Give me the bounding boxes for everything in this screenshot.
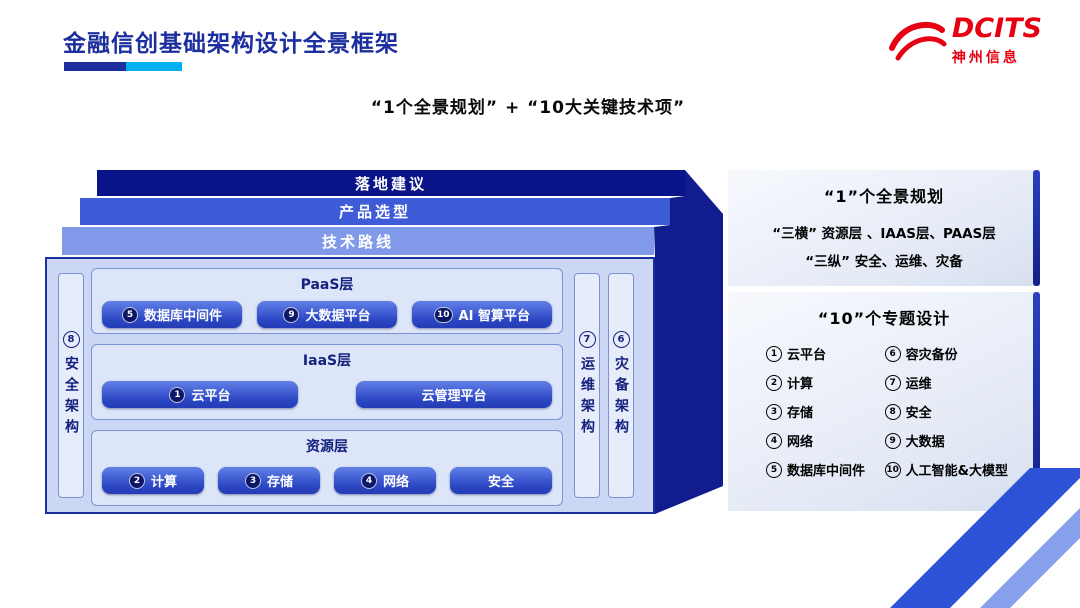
list-item-label: 运维 [905,377,932,392]
list-item: 5 数据库中间件 [766,460,865,479]
list-item: 8 安全 [884,402,1008,421]
list-item: 1 云平台 [766,344,865,363]
btn-label: 云平台 [191,389,231,404]
layer-product-selection: 产品选型 [80,198,670,225]
main-architecture-panel: 8 安全架构 PaaS层 5 数据库中间件 9 大数据平台 10 [45,257,655,514]
btn-bigdata-platform: 9 大数据平台 [257,301,397,328]
btn-storage: 3 存储 [218,467,320,494]
list-item-label: 容灾备份 [905,348,958,363]
underline-primary [64,62,126,71]
number-badge: 7 [884,374,901,391]
security-architecture-label: 安全架构 [63,356,79,440]
dr-architecture-bar: 6 灾备架构 [608,273,634,498]
plan-line-vertical: “三纵” 安全、运维、灾备 [805,254,963,270]
panel-overall-plan-title: “1”个全景规划 [823,187,945,206]
logo-swoosh-icon [886,14,948,70]
number-badge: 5 [121,306,138,323]
page-title: 金融信创基础架构设计全景框架 [63,31,399,57]
section-iaas-title: IaaS层 [302,353,352,369]
section-iaas: IaaS层 1 云平台 云管理平台 [91,344,563,420]
number-badge: 3 [766,403,782,420]
number-badge: 8 [62,331,80,348]
section-paas-title: PaaS层 [300,277,354,293]
list-item: 7 运维 [884,373,1008,392]
number-badge: 2 [128,472,145,489]
number-badge: 1 [169,386,186,403]
dcits-logo: DCITS 神州信息 [886,14,1042,70]
btn-label: 网络 [382,475,409,490]
btn-label: 云管理平台 [421,389,487,404]
panel-topic-design: “10”个专题设计 1 云平台 2 计算 3 存储 4 网络 5 数据库中间件 6 容灾备份… [728,292,1040,511]
list-item: 3 存储 [766,402,865,421]
btn-cloud-platform: 1 云平台 [102,381,298,408]
number-badge: 7 [578,331,596,348]
layer-sections: PaaS层 5 数据库中间件 9 大数据平台 10 AI 智算平台 [91,268,563,506]
number-badge: 5 [766,461,782,478]
security-architecture-bar: 8 安全架构 [58,273,84,498]
section-resource: 资源层 2 计算 3 存储 4 网络 [91,430,563,506]
list-item-label: 存储 [787,406,814,421]
btn-label: 安全 [487,475,514,490]
btn-label: AI 智算平台 [458,309,530,324]
panel-accent-bar [1033,170,1040,286]
number-badge: 3 [244,472,261,489]
ops-architecture-bar: 7 运维架构 [574,273,600,498]
list-item: 10 人工智能&大模型 [884,460,1008,479]
number-badge: 2 [766,374,782,391]
number-badge: 6 [612,331,630,348]
underline-accent [126,62,182,71]
logo-name: DCITS [951,13,1042,44]
number-badge: 9 [283,306,300,323]
list-item-label: 计算 [787,377,814,392]
list-item-label: 安全 [905,406,932,421]
topic-list-col2: 6 容灾备份 7 运维 8 安全 9 大数据 10 人工智能&大模型 [884,344,1008,479]
btn-label: 计算 [150,475,177,490]
btn-cloud-mgmt-platform: 云管理平台 [356,381,552,408]
corner-decoration [850,468,1080,608]
btn-label: 存储 [266,475,293,490]
list-item-label: 大数据 [905,435,945,450]
box-side-face [654,170,723,514]
section-resource-title: 资源层 [306,439,348,455]
number-badge: 10 [884,461,901,478]
panel-overall-plan: “1”个全景规划 “三横” 资源层 、IAAS层、PAAS层 “三纵” 安全、运… [728,170,1040,286]
list-item: 4 网络 [766,431,865,450]
topic-list-col1: 1 云平台 2 计算 3 存储 4 网络 5 数据库中间件 [766,344,865,479]
number-badge: 8 [884,403,901,420]
plan-line-horizontal: “三横” 资源层 、IAAS层、PAAS层 [772,226,996,242]
title-underline [64,62,182,71]
list-item-label: 人工智能&大模型 [905,464,1008,479]
btn-database-middleware: 5 数据库中间件 [102,301,242,328]
logo-subtitle: 神州信息 [951,49,1020,66]
btn-network: 4 网络 [334,467,436,494]
list-item: 9 大数据 [884,431,1008,450]
layer-implementation-advice: 落地建议 [97,170,685,196]
list-item: 2 计算 [766,373,865,392]
number-badge: 10 [434,306,453,323]
number-badge: 6 [884,345,901,362]
slide-subtitle: “1个全景规划” + “10大关键技术项” [370,98,686,118]
number-badge: 1 [766,345,782,362]
list-item-label: 网络 [787,435,814,450]
number-badge: 4 [360,472,377,489]
panel-topic-design-title: “10”个专题设计 [817,309,951,328]
list-item-label: 数据库中间件 [787,464,866,479]
btn-label: 数据库中间件 [143,309,222,324]
layer-technical-route: 技术路线 [62,227,654,255]
number-badge: 4 [766,432,782,449]
list-item-label: 云平台 [787,348,827,363]
number-badge: 9 [884,432,901,449]
btn-security: 安全 [450,467,552,494]
btn-compute: 2 计算 [102,467,204,494]
btn-ai-platform: 10 AI 智算平台 [412,301,552,328]
ops-architecture-label: 运维架构 [579,356,595,440]
dr-architecture-label: 灾备架构 [613,356,629,440]
list-item: 6 容灾备份 [884,344,1008,363]
section-paas: PaaS层 5 数据库中间件 9 大数据平台 10 AI 智算平台 [91,268,563,334]
architecture-diagram: 落地建议 产品选型 技术路线 8 安全架构 PaaS层 5 数据库中间件 9 大… [45,168,735,520]
panel-accent-bar [1033,292,1040,511]
btn-label: 大数据平台 [305,309,371,324]
